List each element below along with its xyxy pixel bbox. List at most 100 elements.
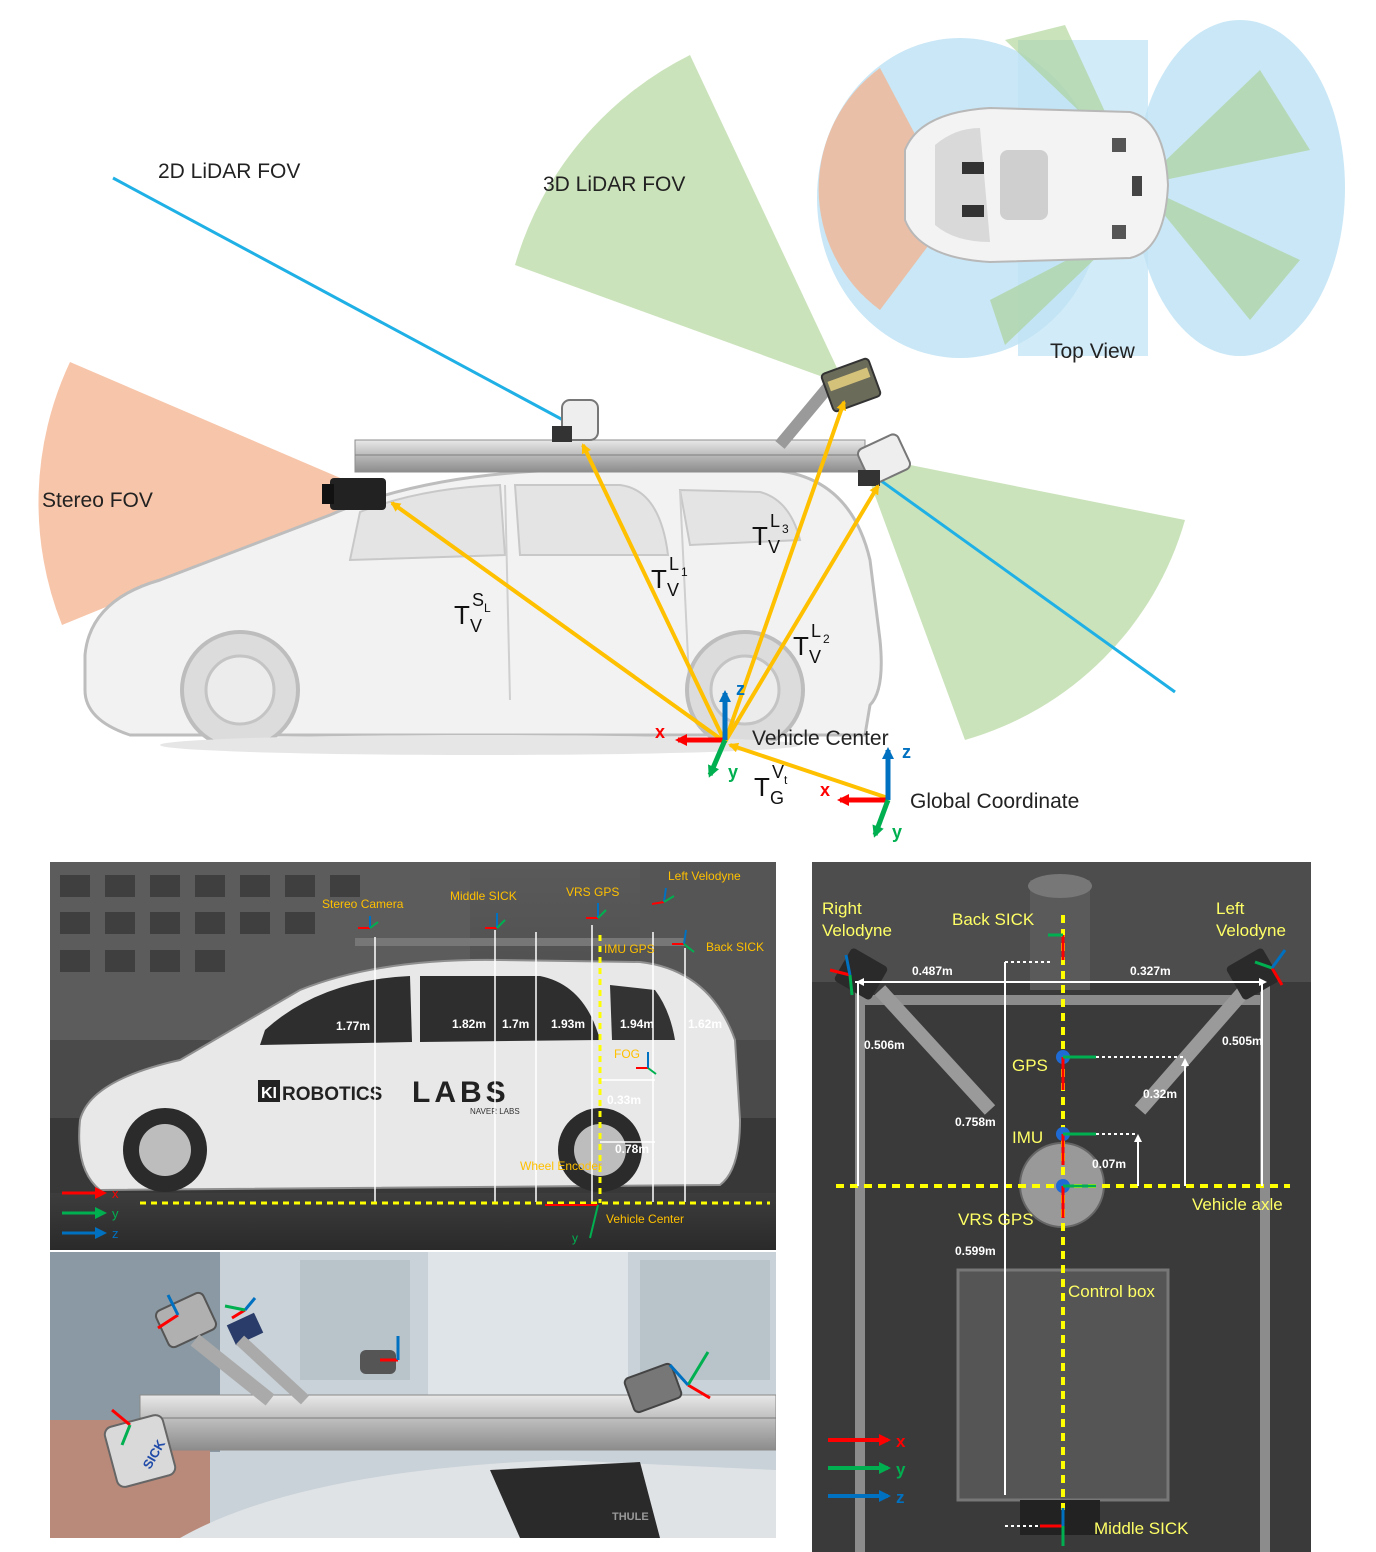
svg-text:T: T <box>754 772 770 802</box>
transform-lidar1-label: T V L 1 <box>651 554 688 600</box>
svg-text:ROBOTICS: ROBOTICS <box>282 1084 382 1105</box>
top-photo-labels: Right Velodyne Back SICK Left Velodyne G… <box>822 899 1286 1538</box>
rack-velodyne-sensors <box>154 1291 683 1414</box>
svg-text:V: V <box>809 647 821 667</box>
top-photo-distances: 0.487m 0.327m 0.506m 0.505m 0.758m 0.32m… <box>864 964 1263 1258</box>
svg-text:y: y <box>572 1231 578 1245</box>
rack-sensor-axes <box>111 1294 711 1446</box>
side-vehicle-center-axes: y <box>545 1204 599 1245</box>
svg-text:GPS: GPS <box>1012 1056 1048 1075</box>
svg-text:Back SICK: Back SICK <box>952 910 1035 929</box>
svg-text:1: 1 <box>681 565 688 579</box>
svg-text:Left: Left <box>1216 899 1245 918</box>
svg-text:Middle SICK: Middle SICK <box>1094 1519 1189 1538</box>
velodyne-mounts <box>874 985 1251 1115</box>
svg-text:z: z <box>112 1226 119 1241</box>
svg-text:0.599m: 0.599m <box>955 1244 996 1258</box>
svg-text:Velodyne: Velodyne <box>1216 921 1286 940</box>
vehicle-center-axes: x z y <box>655 679 745 782</box>
top-photo-panel: Right Velodyne Back SICK Left Velodyne G… <box>812 862 1311 1552</box>
height-lines <box>374 925 686 1202</box>
sick-2d-lidar-rear <box>857 433 911 486</box>
top-diagram: Top View Stereo FOV 3D LiDAR FOV 2D LiDA… <box>38 20 1345 842</box>
svg-text:0.07m: 0.07m <box>1092 1157 1126 1171</box>
svg-text:T: T <box>454 600 470 630</box>
stereo-fov-label: Stereo FOV <box>42 489 153 512</box>
svg-text:0.32m: 0.32m <box>1143 1087 1177 1101</box>
top-view-blue-fov-right <box>1135 20 1345 356</box>
svg-text:1.93m: 1.93m <box>551 1017 585 1031</box>
top-view-label: Top View <box>1050 340 1136 363</box>
rack-photo-panel: SICK THULE <box>50 1252 776 1538</box>
side-sensor-labels: Stereo Camera Middle SICK VRS GPS Left V… <box>322 869 764 1226</box>
lidar3d-fov-upper <box>515 55 845 385</box>
svg-text:T: T <box>752 521 768 551</box>
svg-text:Velodyne: Velodyne <box>822 921 892 940</box>
svg-text:L: L <box>669 554 679 574</box>
svg-text:x: x <box>896 1432 906 1451</box>
svg-text:0.505m: 0.505m <box>1222 1034 1263 1048</box>
svg-text:Vehicle Center: Vehicle Center <box>606 1212 684 1226</box>
svg-text:1.94m: 1.94m <box>620 1017 654 1031</box>
svg-text:0.327m: 0.327m <box>1130 964 1171 978</box>
global-coordinate-axes: x z y <box>820 742 911 842</box>
svg-text:L: L <box>811 621 821 641</box>
transform-lidar3-label: T V L 3 <box>752 511 789 557</box>
svg-text:VRS GPS: VRS GPS <box>566 885 619 899</box>
velodyne-3d-lidar <box>820 357 882 413</box>
vehicle-x-axis-label: x <box>655 722 665 742</box>
side-height-values: 1.77m 1.82m 1.7m 1.93m 1.94m 1.62m 0.33m… <box>336 1017 722 1156</box>
vehicle-z-axis-label: z <box>736 679 745 699</box>
global-y-axis-label: y <box>892 822 902 842</box>
svg-text:Left Velodyne: Left Velodyne <box>668 869 741 883</box>
stereo-fov-sector <box>38 362 380 625</box>
top-view-inset: Top View <box>817 20 1345 363</box>
arrow-to-lidar1 <box>581 443 727 743</box>
svg-text:FOG: FOG <box>614 1047 640 1061</box>
svg-text:V: V <box>470 616 482 636</box>
stereo-camera-sensor <box>322 478 386 510</box>
vehicle-y-axis-label: y <box>728 762 738 782</box>
svg-text:Control box: Control box <box>1068 1282 1155 1301</box>
svg-text:x: x <box>112 1186 119 1201</box>
transform-lidar2-label: T V L 2 <box>793 621 830 667</box>
svg-text:Middle SICK: Middle SICK <box>450 889 517 903</box>
global-z-axis-label: z <box>902 742 911 762</box>
lidar3d-fov-label: 3D LiDAR FOV <box>543 173 685 196</box>
svg-text:3: 3 <box>782 522 789 536</box>
svg-text:L: L <box>770 511 780 531</box>
side-axis-legend: x y z <box>62 1186 119 1241</box>
arrow-to-stereo <box>390 501 727 744</box>
top-view-car <box>904 106 1170 264</box>
lidar2d-fov-line-rear <box>879 478 1176 694</box>
svg-text:0.487m: 0.487m <box>912 964 953 978</box>
svg-text:KI: KI <box>261 1085 277 1102</box>
arrow-to-lidar3 <box>723 400 847 743</box>
svg-text:LABS: LABS <box>412 1076 510 1109</box>
lidar2d-fov-line <box>112 176 579 430</box>
transform-arrows <box>390 400 889 800</box>
top-axis-legend: x y z <box>828 1432 906 1507</box>
top-measure-lines <box>855 961 1267 1527</box>
svg-text:IMU: IMU <box>1012 1128 1043 1147</box>
svg-text:0.33m: 0.33m <box>607 1093 641 1107</box>
rack-sick-sensor: SICK <box>103 1414 177 1488</box>
transform-stereo-label: T V S L <box>454 590 491 636</box>
svg-text:Vehicle axle: Vehicle axle <box>1192 1195 1283 1214</box>
arrow-to-lidar2 <box>723 484 880 744</box>
svg-text:T: T <box>793 631 809 661</box>
side-photo-panel: KI ROBOTICS LABS NAVER LABS Stereo Camer… <box>50 862 776 1250</box>
svg-text:Back SICK: Back SICK <box>706 940 764 954</box>
svg-text:0.506m: 0.506m <box>864 1038 905 1052</box>
svg-text:y: y <box>896 1460 906 1479</box>
svg-text:1.82m: 1.82m <box>452 1017 486 1031</box>
arrow-global-to-vehicle <box>728 742 889 800</box>
svg-text:0.758m: 0.758m <box>955 1115 996 1129</box>
global-x-axis-label: x <box>820 780 830 800</box>
svg-text:Stereo Camera: Stereo Camera <box>322 897 404 911</box>
svg-text:1.7m: 1.7m <box>502 1017 529 1031</box>
svg-text:1.62m: 1.62m <box>688 1017 722 1031</box>
top-view-stereo-fov <box>818 68 955 310</box>
svg-text:2: 2 <box>823 632 830 646</box>
svg-text:IMU GPS: IMU GPS <box>604 942 655 956</box>
